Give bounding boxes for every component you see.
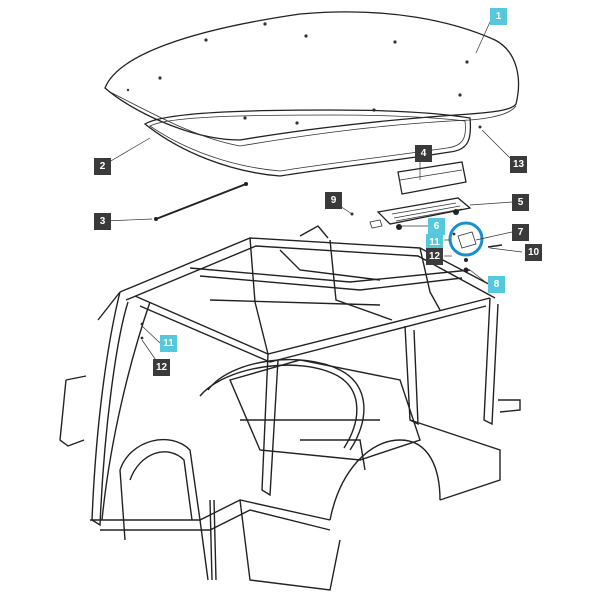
callout-13: 13 [510, 156, 527, 173]
callout-12-top: 12 [426, 248, 443, 265]
callout-6: 6 [428, 218, 445, 235]
base-plate [376, 197, 472, 230]
callout-11-left: 11 [160, 335, 177, 352]
callout-9: 9 [325, 192, 342, 209]
leader-lines [103, 21, 523, 367]
cab-frame [59, 225, 521, 591]
light-cover [397, 161, 467, 195]
callout-10: 10 [525, 244, 542, 261]
hardware-small-parts [140, 125, 503, 340]
highlight-ring [448, 221, 484, 257]
callout-1: 1 [490, 8, 507, 25]
callout-12-left: 12 [153, 359, 170, 376]
callout-2: 2 [94, 158, 111, 175]
callout-4: 4 [415, 145, 432, 162]
roof-seal [143, 109, 472, 177]
callout-7: 7 [512, 224, 529, 241]
roof-panel [104, 11, 520, 147]
callout-3: 3 [94, 213, 111, 230]
callout-11-top: 11 [426, 234, 443, 251]
support-rod [154, 182, 248, 221]
callout-8: 8 [488, 276, 505, 293]
callout-5: 5 [512, 194, 529, 211]
